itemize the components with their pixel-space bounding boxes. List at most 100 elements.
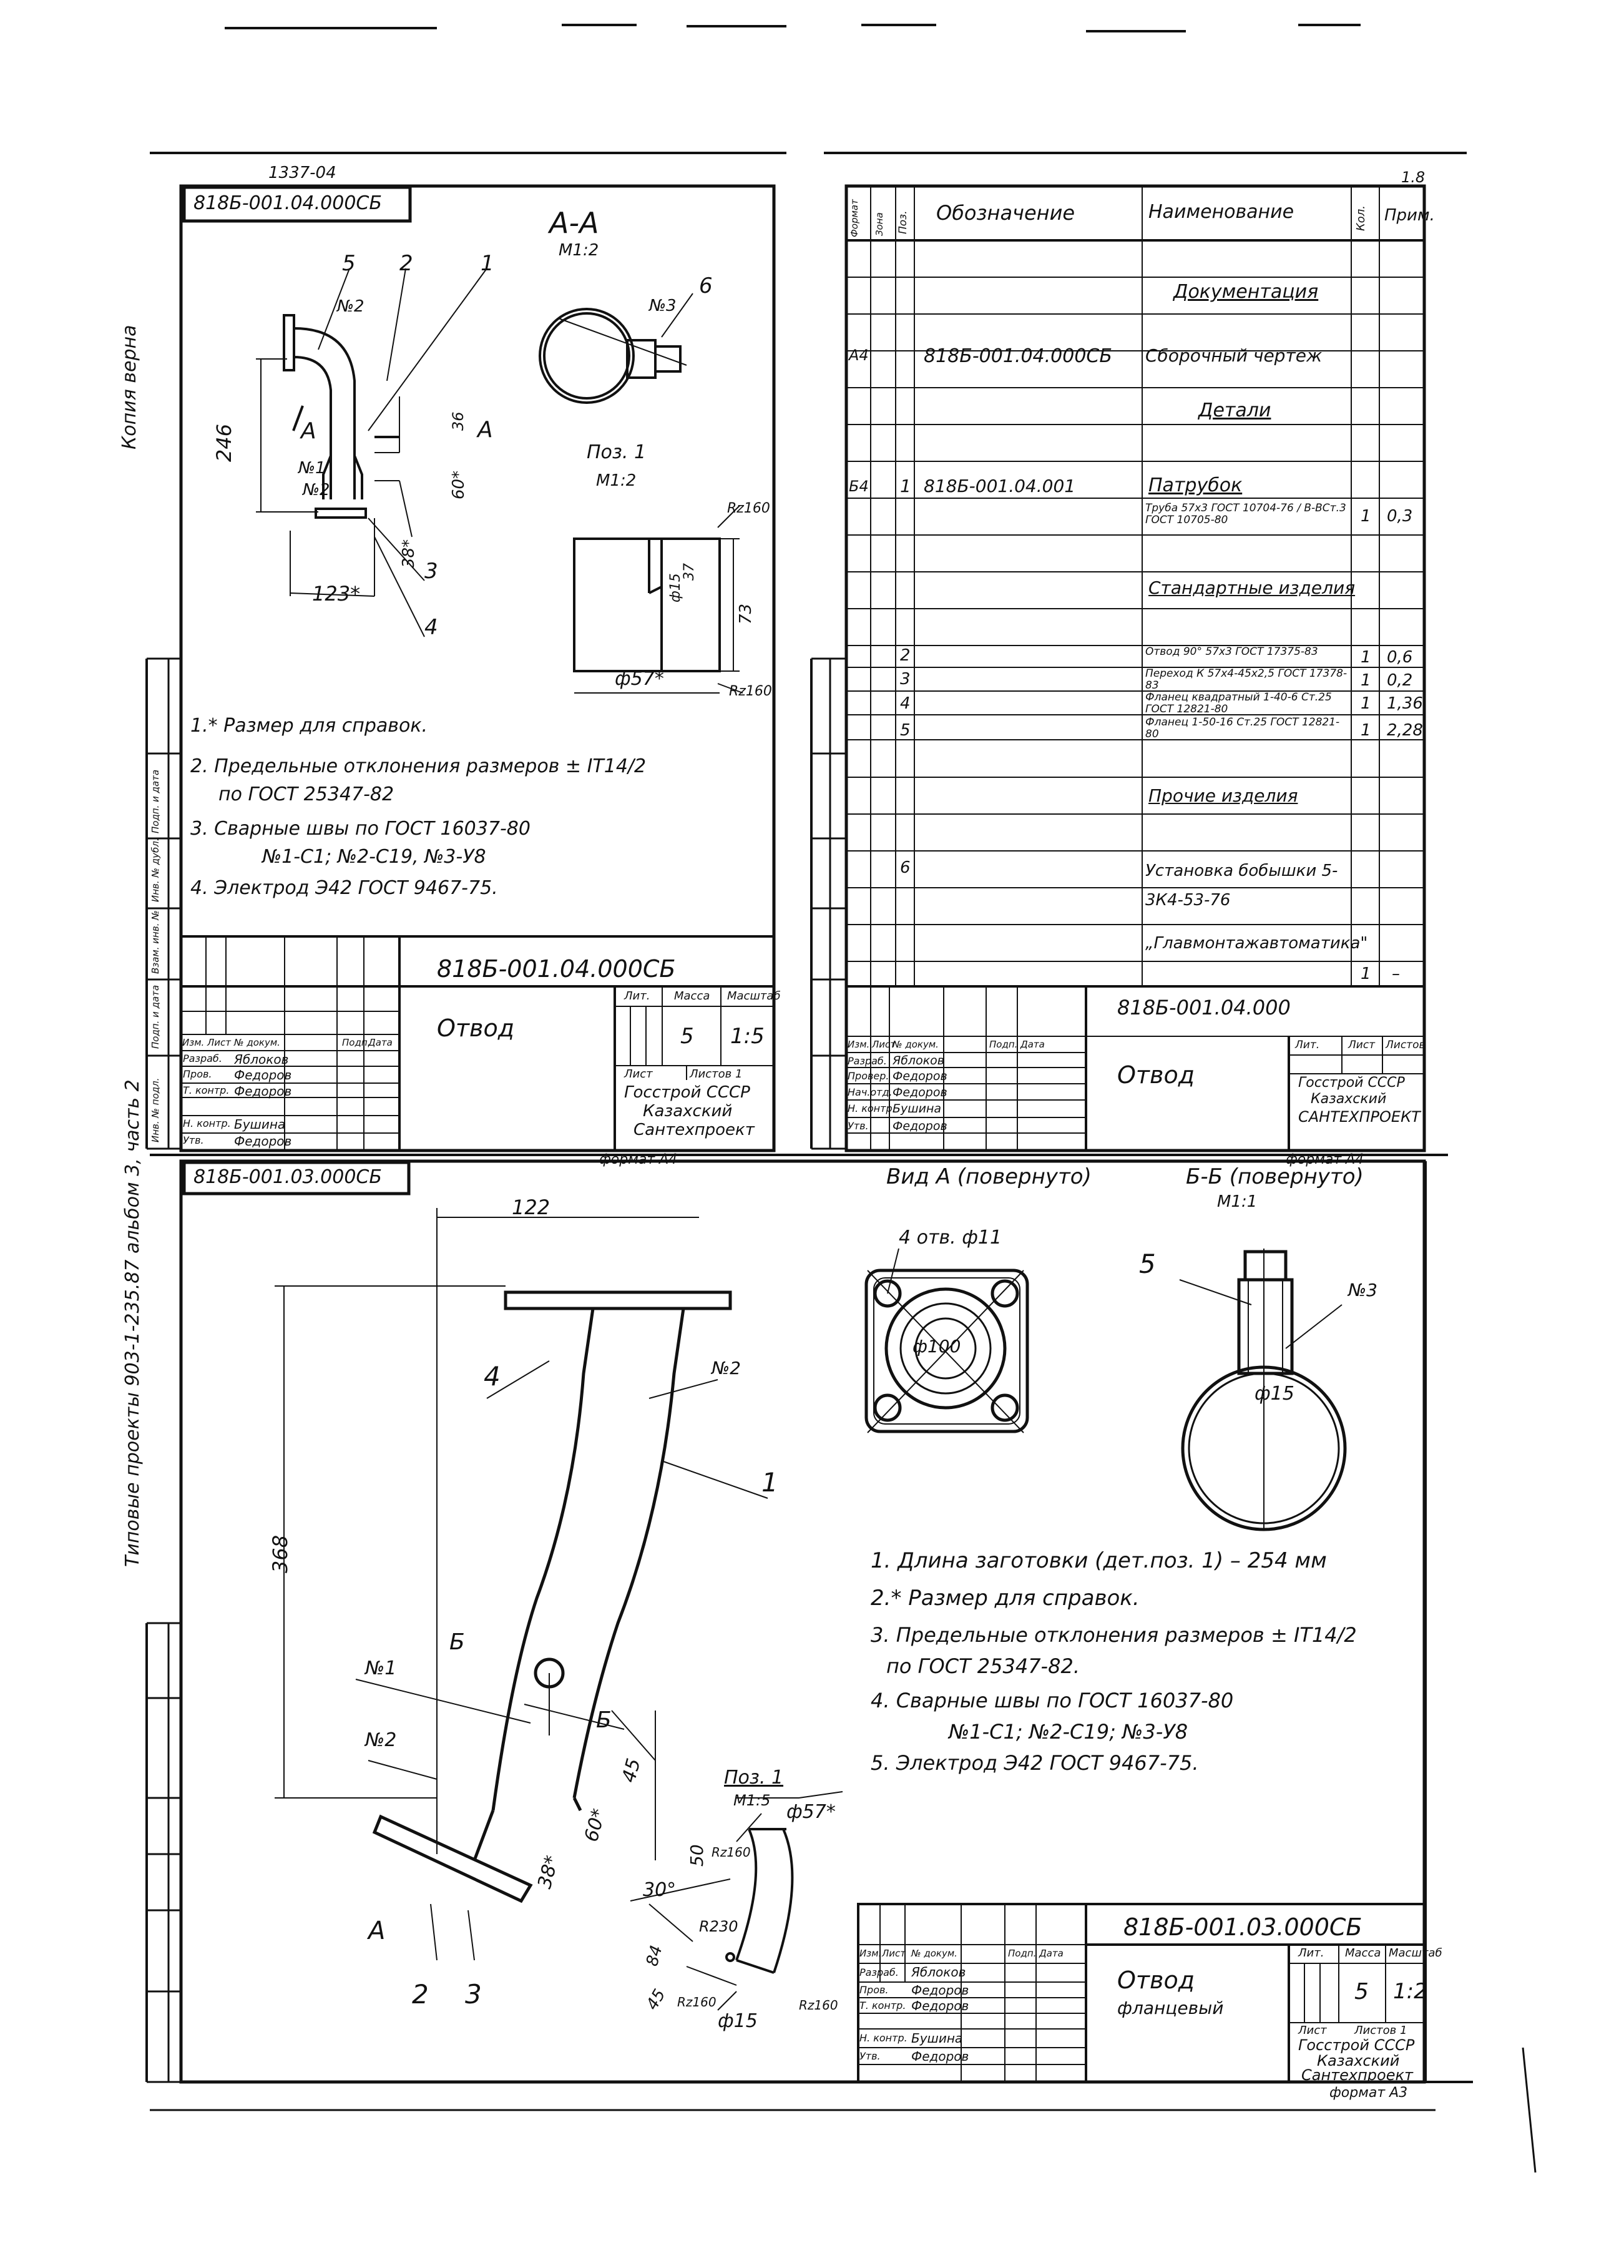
spec-rh-izm: Изм. [848, 1039, 870, 1050]
sheet1-pos1-label: Поз. 1 [587, 441, 647, 463]
sheet1-rh-doc: № докум. [234, 1037, 280, 1048]
sheet2-name-1: Яблоков [911, 1965, 966, 1980]
sheet2-org-3: Сантехпроект [1301, 2066, 1413, 2084]
sheet1-margin-1: Инв. № подл. [150, 1078, 161, 1142]
sheet2-pos1 [630, 1791, 843, 2011]
sheet1-role-1: Разраб. [183, 1053, 222, 1064]
spec-row-11-name: Установка бобышки 5-3К4-53-76 [1145, 862, 1338, 910]
sheet1-weld-n2a: №2 [337, 297, 364, 316]
spec-row-7-qty: 1 [1361, 671, 1371, 690]
sheet2-org-1: Госстрой СССР [1298, 2036, 1415, 2054]
spec-row-8-qty: 1 [1361, 694, 1371, 713]
spec-row-1-code: 818Б-001.04.000СБ [924, 345, 1112, 367]
spec-row-0-name: Документация [1173, 281, 1319, 303]
sheet2-tb-head-mass: Масса [1345, 1946, 1381, 1960]
sheet2-holes: 4 отв. ф11 [899, 1227, 1002, 1249]
sheet2-pos-1: 1 [761, 1467, 778, 1498]
sheet2-role-1: Разраб. [859, 1966, 899, 1978]
sheet2-rz-top: Rz160 [712, 1845, 751, 1860]
sheet2-titleblock [857, 1903, 1426, 2083]
side-note-top: Копия верна [119, 325, 140, 449]
sheet2-label-b1: Б [449, 1629, 465, 1655]
sheet1-org-1: Госстрой СССР [624, 1083, 750, 1102]
sheet2-rh-date: Дата [1039, 1948, 1064, 1959]
spec-row-3-name: Патрубок [1148, 474, 1243, 496]
sheet1-note-3: 3. Сварные швы по ГОСТ 16037-80 [190, 818, 531, 840]
sheet1-code-box: 818Б-001.04.000СБ [193, 192, 382, 214]
spec-role-2: Провер. [848, 1070, 889, 1082]
sheet2-weld-n2b: №2 [365, 1729, 397, 1751]
spec-head-zone: Зона [874, 212, 885, 236]
sheet2-rh-list: Лист [882, 1948, 906, 1959]
spec-rh-podp: Подп. [989, 1039, 1018, 1050]
sheet2-format: формат А3 [1329, 2085, 1408, 2101]
spec-tb-name: Отвод [1117, 1061, 1195, 1089]
sheet2-dim-15b: ф15 [718, 2010, 758, 2032]
sheet2-view-a-title: Вид А (повернуто) [886, 1164, 1092, 1189]
spec-row-10-name: Прочие изделия [1148, 785, 1298, 806]
side-note-bottom: Типовые проекты 903-1-235.87 альбом 3, ч… [122, 1079, 144, 1567]
spec-row-9-qty: 1 [1361, 721, 1371, 740]
sheet1-note-2b: по ГОСТ 25347-82 [218, 783, 394, 805]
sheet1-role-2: Пров. [183, 1068, 212, 1080]
sheet1-rh-list: Лист [207, 1037, 232, 1048]
spec-row-6-qty: 1 [1361, 648, 1371, 667]
sheet1-name-5: Бушина [234, 1117, 286, 1132]
spec-head-note: Прим. [1384, 206, 1435, 225]
sheet2-dim-30: 30° [643, 1879, 677, 1901]
sheet1-note-1: 1.* Размер для справок. [190, 715, 428, 737]
sheet1-note-2: 2. Предельные отклонения размеров ± IT14… [190, 755, 647, 777]
spec-row-9-name: Фланец 1-50-16 Ст.25 ГОСТ 12821-80 [1145, 716, 1340, 740]
sheet1-section-aa [539, 293, 693, 404]
sheet2-d100: ф100 [912, 1336, 961, 1357]
spec-role-5: Утв. [848, 1120, 869, 1132]
sheet2-tb-scale: 1:2 [1393, 1979, 1427, 2004]
spec-tb-head-lit: Лит. [1295, 1039, 1320, 1051]
spec-row-9-note: 2,28 [1387, 721, 1423, 740]
sheet1-note-4: 4. Электрод Э42 ГОСТ 9467-75. [190, 877, 498, 899]
sheet2-tb-head-scale: Масштаб [1389, 1946, 1442, 1960]
sheet1-pos-6: 6 [699, 273, 713, 298]
sheet1-tb-mass: 5 [680, 1024, 694, 1049]
spec-row-11-pos: 6 [900, 858, 911, 877]
sheet1-org-2: Казахский [643, 1102, 733, 1121]
sheet1-weld-n3: №3 [649, 297, 677, 315]
spec-role-4: Н. контр. [848, 1102, 896, 1114]
sheet2-weld-n1: №1 [365, 1657, 397, 1679]
sheet1-margin-2: Подп. и дата [150, 984, 161, 1049]
sheet1-weld-n2b: №2 [303, 481, 330, 499]
sheet2-label-b2: Б [596, 1707, 612, 1733]
sheet2-tb-sheets: Листов 1 [1354, 2024, 1407, 2037]
scan-noise [150, 24, 1467, 154]
sheet1-tb-sheets: Листов 1 [690, 1068, 743, 1081]
spec-row-2-name: Детали [1198, 400, 1271, 421]
sheet1-org-3: Сантехпроект [633, 1121, 755, 1139]
spec-row-4-name: Труба 57х3 ГОСТ 10704-76 / В-ВСт.3 ГОСТ … [1145, 502, 1346, 526]
spec-head-qty: Кол. [1354, 205, 1367, 231]
sheet1-pos-5: 5 [342, 251, 356, 276]
sheet2-label-a: А [368, 1917, 386, 1945]
sheet2-weld-n2a: №2 [712, 1358, 741, 1378]
spec-role-3: Нач.отд. [848, 1086, 893, 1098]
sheet1-elbow [256, 268, 487, 637]
sheet1-label-a-left: А [301, 418, 316, 444]
spec-tb-head-sheets: Листов [1386, 1039, 1426, 1051]
sheet2-role-2: Пров. [859, 1984, 889, 1996]
spec-row-lines [846, 277, 1424, 962]
sheet2-pos1-label: Поз. 1 [724, 1767, 784, 1789]
spec-row-8-name: Фланец квадратный 1-40-6 Ст.25 ГОСТ 1282… [1145, 691, 1332, 715]
spec-row-5-name: Стандартные изделия [1148, 577, 1356, 598]
spec-row-3-fmt: Б4 [849, 478, 869, 495]
sheet1-label-a-right: А [477, 417, 493, 443]
spec-row-4-qty: 1 [1361, 507, 1371, 526]
sheet2-name-5: Бушина [911, 2031, 963, 2046]
sheet1-pos-2: 2 [399, 251, 413, 276]
stamp-top-left: 1337-04 [268, 164, 336, 182]
sheet1-name-3: Федоров [234, 1084, 292, 1099]
sheet1-tb-code: 818Б-001.04.000СБ [437, 955, 676, 983]
sheet1-margin-4: Инв. № дубл. [150, 838, 161, 902]
spec-frame [810, 184, 1426, 1152]
sheet1-dim-57: ф57* [615, 668, 664, 690]
sheet1-name-2: Федоров [234, 1068, 292, 1082]
